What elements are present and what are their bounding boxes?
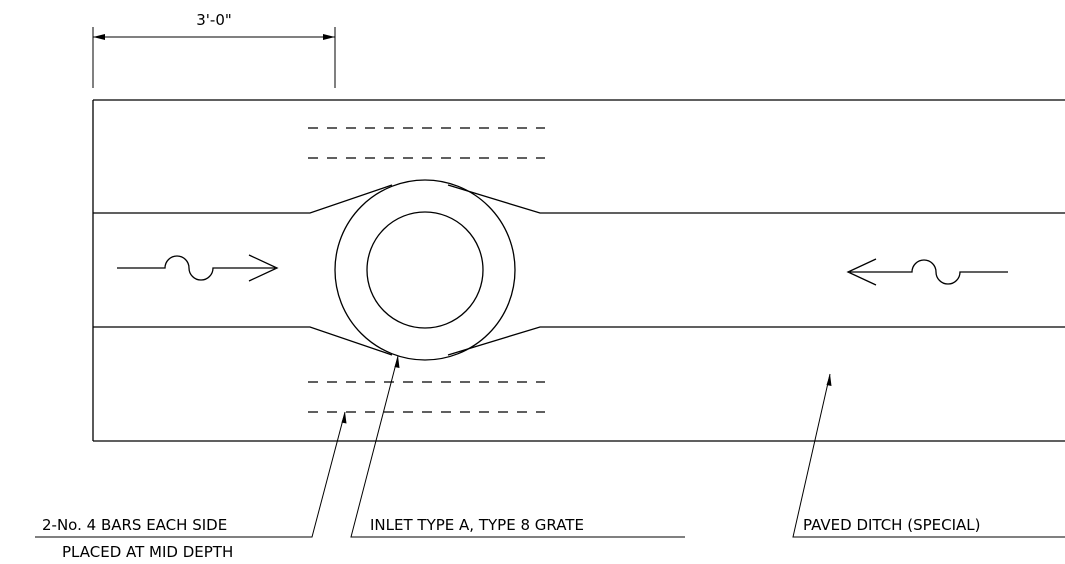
dimension-3ft: 3'-0" [92, 11, 336, 88]
dimension-text: 3'-0" [196, 11, 232, 29]
flow-arrow-right-shaft [117, 255, 275, 281]
leader-inlet-arrow [394, 356, 400, 368]
flow-arrow-right-head [248, 254, 279, 282]
flowline-lower [93, 326, 393, 356]
inlet-outer-circle [334, 179, 516, 361]
label-ditch: PAVED DITCH (SPECIAL) [803, 516, 981, 534]
leader-bars [35, 411, 347, 538]
leader-bars-line [35, 411, 346, 538]
dimension-arrow-right [323, 34, 335, 40]
flow-arrow-left [846, 258, 1008, 286]
inlet-grate-circle [366, 211, 484, 329]
leader-ditch-line [792, 373, 1065, 538]
leader-inlet-line [350, 355, 685, 538]
paved-ditch-outline [92, 99, 1065, 442]
flow-arrow-left-head [846, 258, 877, 286]
leader-bars-arrow [341, 412, 347, 424]
label-inlet: INLET TYPE A, TYPE 8 GRATE [370, 516, 584, 534]
leader-ditch-arrow [826, 374, 832, 386]
dimension-arrow-left [93, 34, 105, 40]
flowline-lower-right [447, 326, 1065, 356]
leader-inlet [350, 355, 685, 538]
label-bars-line1: 2-No. 4 BARS EACH SIDE [42, 516, 227, 534]
flowline-upper [93, 184, 393, 214]
flow-arrow-left-shaft [850, 259, 1008, 285]
reinforcing-bars [308, 127, 545, 413]
flowline-upper-right [447, 184, 1065, 214]
inlet [334, 179, 516, 361]
leader-ditch [792, 373, 1065, 538]
flow-arrow-right [117, 254, 279, 282]
label-bars-line2: PLACED AT MID DEPTH [62, 543, 233, 561]
